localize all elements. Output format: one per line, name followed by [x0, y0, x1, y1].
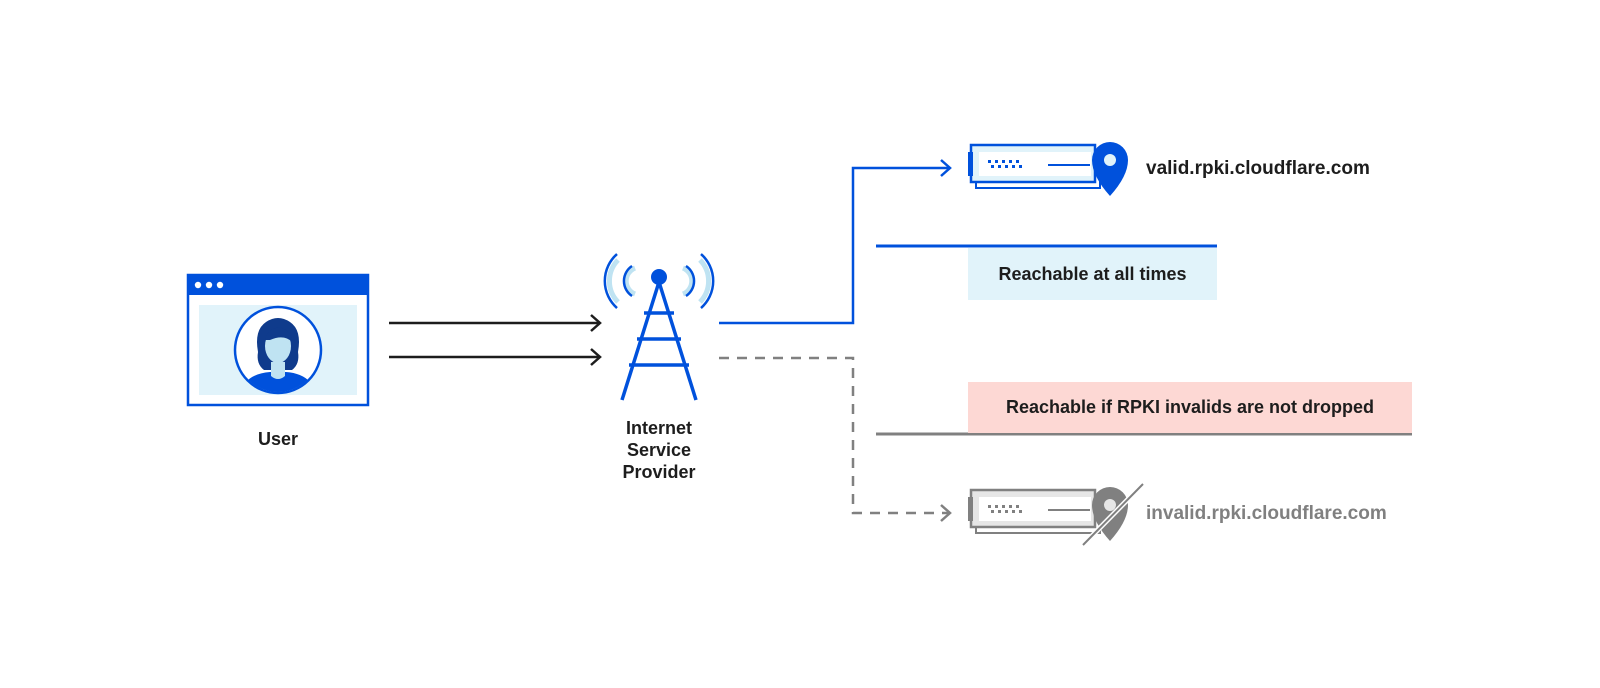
- isp-to-valid-path: [719, 159, 952, 325]
- valid-domain-label: valid.rpki.cloudflare.com: [1146, 158, 1370, 179]
- isp-label-line-1: Internet: [625, 418, 692, 438]
- isp-label-line-2: Service: [626, 440, 692, 460]
- isp-label: Internet Service Provider: [599, 417, 719, 483]
- server-location-pin-crossed-icon: [968, 482, 1145, 547]
- user-to-isp-arrow-1: [389, 314, 602, 332]
- cell-tower-icon: [603, 253, 715, 401]
- user-label: User: [257, 429, 299, 449]
- isp-to-invalid-path: [719, 356, 952, 522]
- invalid-domain-label: invalid.rpki.cloudflare.com: [1146, 503, 1387, 524]
- isp-label-line-3: Provider: [622, 462, 696, 482]
- user-to-isp-arrow-2: [389, 348, 602, 366]
- browser-user-icon: [186, 273, 370, 407]
- valid-reachability-badge: Reachable at all times: [968, 248, 1217, 300]
- server-location-pin-icon: [968, 142, 1128, 196]
- invalid-reachability-badge: Reachable if RPKI invalids are not dropp…: [968, 382, 1412, 433]
